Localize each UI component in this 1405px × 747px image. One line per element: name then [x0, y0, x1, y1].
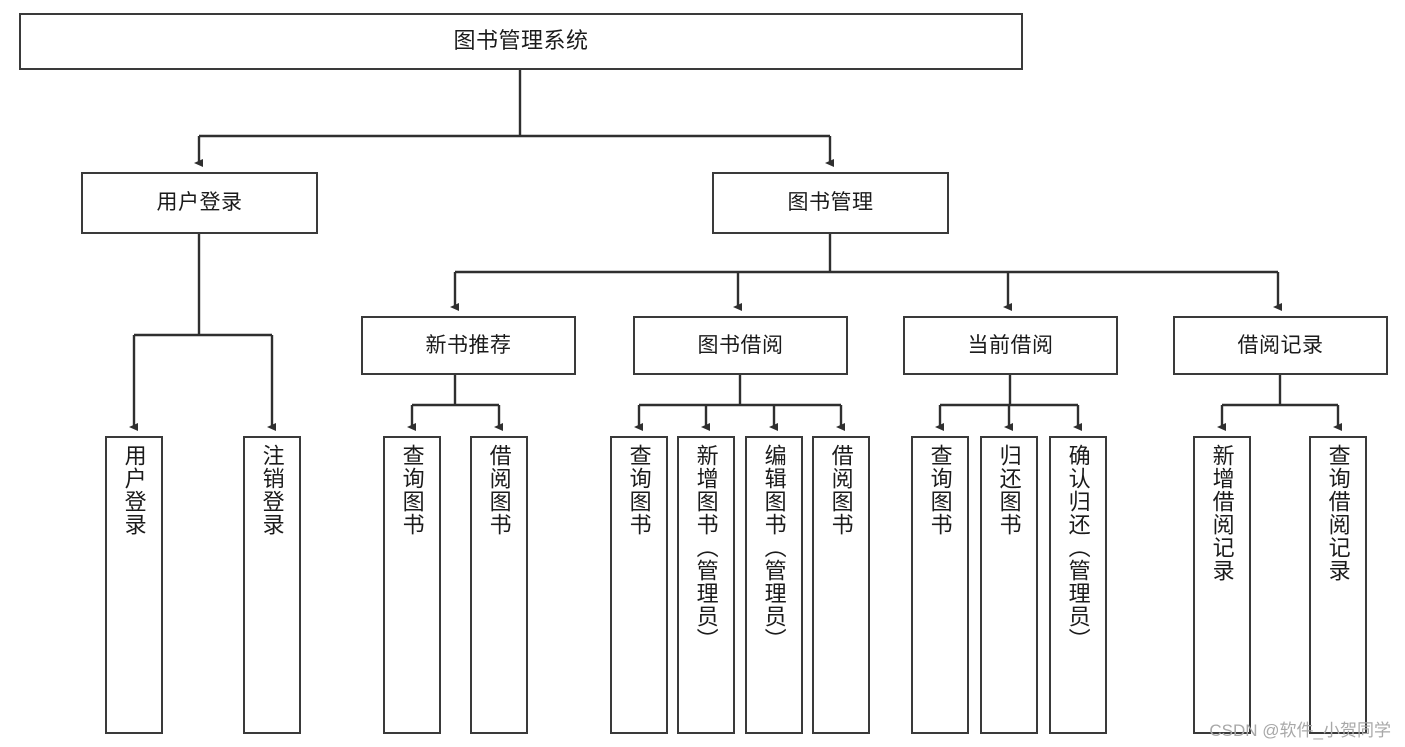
node-label: 查询图书	[626, 444, 652, 536]
node-label: 当前借阅	[967, 333, 1054, 357]
node-label: 借阅图书	[486, 444, 512, 536]
node-label: 归还图书	[996, 444, 1022, 536]
node-label: 新增借阅记录	[1209, 444, 1235, 582]
node-label: 查询图书	[399, 444, 425, 536]
leaf-return-book[interactable]: 归还图书	[980, 436, 1038, 734]
node-borrow-record[interactable]: 借阅记录	[1173, 316, 1388, 375]
node-new-book-recommend[interactable]: 新书推荐	[361, 316, 576, 375]
node-label: 确认归还（管理员）	[1065, 444, 1091, 651]
node-book-borrow[interactable]: 图书借阅	[633, 316, 848, 375]
leaf-query-borrow-record[interactable]: 查询借阅记录	[1309, 436, 1367, 734]
node-label: 用户登录	[121, 444, 147, 536]
leaf-borrow-book[interactable]: 借阅图书	[812, 436, 870, 734]
node-label: 编辑图书（管理员）	[761, 444, 787, 651]
node-label: 查询借阅记录	[1325, 444, 1351, 582]
leaf-confirm-return-admin[interactable]: 确认归还（管理员）	[1049, 436, 1107, 734]
node-label: 借阅图书	[828, 444, 854, 536]
leaf-edit-book-admin[interactable]: 编辑图书（管理员）	[745, 436, 803, 734]
node-current-borrow[interactable]: 当前借阅	[903, 316, 1118, 375]
node-label: 图书管理	[787, 191, 874, 215]
leaf-query-book-borrow[interactable]: 查询图书	[610, 436, 668, 734]
node-label: 注销登录	[259, 444, 285, 536]
node-user-login[interactable]: 用户登录	[81, 172, 318, 234]
leaf-add-borrow-record[interactable]: 新增借阅记录	[1193, 436, 1251, 734]
leaf-query-book-current[interactable]: 查询图书	[911, 436, 969, 734]
leaf-borrow-book-recommend[interactable]: 借阅图书	[470, 436, 528, 734]
leaf-query-book-recommend[interactable]: 查询图书	[383, 436, 441, 734]
leaf-logout-login[interactable]: 注销登录	[243, 436, 301, 734]
node-label: 新书推荐	[425, 333, 512, 357]
watermark-text: CSDN @软件_小贺同学	[1209, 721, 1391, 740]
node-root-book-management-system[interactable]: 图书管理系统	[19, 13, 1023, 70]
node-book-management[interactable]: 图书管理	[712, 172, 949, 234]
node-label: 用户登录	[156, 191, 243, 215]
node-label: 图书借阅	[697, 333, 784, 357]
leaf-add-book-admin[interactable]: 新增图书（管理员）	[677, 436, 735, 734]
node-label: 查询图书	[927, 444, 953, 536]
node-label: 借阅记录	[1237, 333, 1324, 357]
leaf-user-login[interactable]: 用户登录	[105, 436, 163, 734]
node-label: 图书管理系统	[453, 28, 589, 54]
node-label: 新增图书（管理员）	[693, 444, 719, 651]
